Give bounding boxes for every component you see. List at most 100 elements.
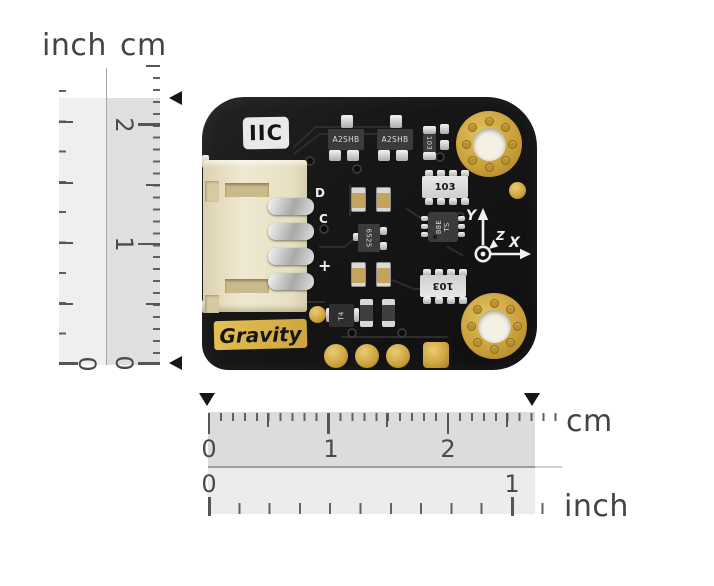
resnet-lead bbox=[459, 269, 467, 276]
vertical-ruler-divider bbox=[105, 68, 107, 365]
inch-medium-tick bbox=[59, 242, 73, 245]
mounting-hole-center bbox=[477, 309, 511, 343]
sensor-pad bbox=[421, 224, 428, 229]
cm-half-tick bbox=[505, 412, 508, 427]
inch-medium-tick bbox=[59, 181, 73, 184]
cm-major-tick-2 bbox=[138, 123, 160, 126]
bottom-pad-round bbox=[386, 344, 410, 368]
vertical-cm-0: 0 bbox=[110, 355, 138, 371]
ic-regulator: 6525 bbox=[358, 224, 380, 252]
sensor-marking-2: TS bbox=[442, 222, 451, 232]
horizontal-inch-label: inch bbox=[564, 489, 629, 524]
cap-103-text: 103 bbox=[425, 135, 434, 151]
vertical-cm-band bbox=[106, 98, 160, 365]
resnet-lead bbox=[435, 269, 443, 276]
vertical-inch-0: 0 bbox=[73, 355, 101, 372]
vertical-cm-2: 2 bbox=[110, 116, 138, 133]
ic-pad bbox=[380, 227, 387, 235]
transistor-pad bbox=[378, 150, 390, 161]
resnet-lead bbox=[459, 297, 467, 304]
bottom-pad-round bbox=[355, 344, 379, 368]
via-dot bbox=[468, 123, 478, 133]
small-pad bbox=[440, 124, 449, 134]
inch-major-tick-1 bbox=[511, 497, 514, 516]
resnet-lead bbox=[425, 170, 433, 177]
mounting-hole-center bbox=[472, 127, 506, 161]
sensor-pad bbox=[458, 224, 465, 229]
cm-half-tick bbox=[146, 302, 160, 305]
resnet-lead bbox=[423, 269, 431, 276]
horizontal-cm-0: 0 bbox=[201, 435, 217, 463]
ic-regulator-text: 6525 bbox=[364, 228, 373, 248]
cm-half-tick bbox=[146, 64, 160, 67]
connector-slot bbox=[225, 183, 269, 197]
diode-t4: T4 bbox=[329, 304, 354, 327]
transistor-pad bbox=[347, 150, 359, 161]
resnet-lead bbox=[447, 269, 455, 276]
resnet-top: 103 bbox=[422, 176, 468, 198]
via-dot bbox=[473, 337, 483, 347]
horizontal-cm-label: cm bbox=[566, 404, 613, 439]
cm-major-tick-0 bbox=[138, 362, 160, 365]
ruler-divider-line bbox=[208, 465, 535, 468]
vertical-inch-band bbox=[59, 98, 106, 365]
vertical-cm-1: 1 bbox=[110, 236, 138, 252]
resnet-lead bbox=[425, 198, 433, 205]
horizontal-cm-minor-ticks bbox=[208, 412, 559, 421]
z-axis-dot-icon bbox=[480, 251, 486, 257]
resnet-lead bbox=[449, 198, 457, 205]
via-dot bbox=[489, 298, 499, 308]
vertical-inch-minor-ticks bbox=[59, 90, 66, 366]
resnet-lead bbox=[449, 170, 457, 177]
connector-slot bbox=[225, 279, 269, 293]
via-dot bbox=[507, 139, 517, 149]
resnet-lead bbox=[447, 297, 455, 304]
resnet-lead bbox=[461, 198, 469, 205]
small-component bbox=[360, 299, 373, 327]
cm-major-tick-2 bbox=[446, 412, 450, 434]
via-dot bbox=[473, 305, 483, 315]
marker-triangle-bottom-icon bbox=[169, 356, 182, 370]
capacitor bbox=[351, 262, 366, 287]
via-dot bbox=[466, 321, 476, 331]
resnet-lead bbox=[461, 170, 469, 177]
ic-pad bbox=[353, 233, 360, 241]
marker-triangle-top-icon bbox=[169, 90, 182, 105]
small-pad bbox=[440, 140, 449, 150]
transistor-pad bbox=[390, 115, 402, 128]
axis-indicator: Y X Z bbox=[466, 208, 531, 263]
via-dot bbox=[505, 305, 515, 315]
iic-silkscreen-label: IIC bbox=[242, 116, 290, 150]
inch-medium-tick bbox=[59, 120, 73, 123]
sensor-pad bbox=[458, 232, 465, 237]
inch-medium-tick bbox=[59, 302, 73, 305]
resnet-lead bbox=[437, 198, 445, 205]
transistor-pad bbox=[329, 150, 341, 161]
mounting-hole-bottom bbox=[461, 293, 527, 359]
z-arrowhead-icon bbox=[489, 239, 498, 249]
sensor-marking-1: 88E bbox=[434, 219, 443, 235]
transistor-2: A2SHB bbox=[377, 129, 413, 150]
axis-y-label: Y bbox=[466, 208, 478, 224]
cm-half-tick bbox=[386, 412, 389, 427]
cm-major-tick-1 bbox=[327, 412, 330, 434]
transistor-1: A2SHB bbox=[328, 129, 364, 150]
marker-triangle-right-icon bbox=[524, 393, 540, 406]
connector-notch bbox=[205, 295, 219, 313]
via-dot bbox=[489, 344, 499, 354]
via-dot bbox=[461, 139, 471, 149]
diode-end bbox=[326, 308, 331, 322]
bottom-pad-square bbox=[423, 342, 449, 368]
via-dot bbox=[505, 337, 515, 347]
pin-label-d: D bbox=[315, 186, 325, 200]
inch-major-tick-0 bbox=[59, 362, 78, 365]
gravity-brand-label: Gravity bbox=[213, 318, 308, 351]
sensor-pin1-dot bbox=[433, 235, 437, 239]
via-dot bbox=[500, 123, 510, 133]
horizontal-cm-band bbox=[208, 412, 535, 466]
inch-major-tick-0 bbox=[208, 497, 211, 516]
horizontal-inch-1: 1 bbox=[504, 470, 520, 498]
plus-mark: + bbox=[318, 256, 332, 275]
axis-z-label: Z bbox=[495, 229, 505, 243]
